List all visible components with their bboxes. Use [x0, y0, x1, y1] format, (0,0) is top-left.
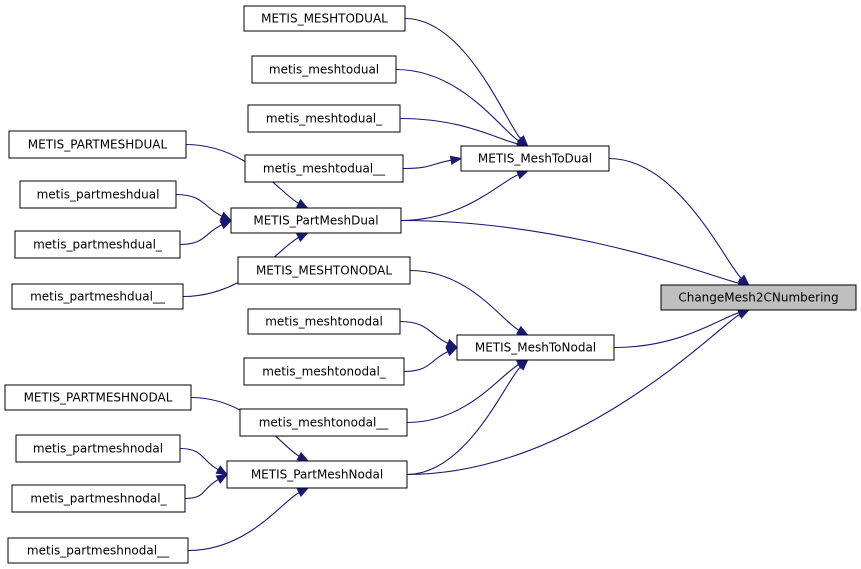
node-label: metis_meshtodual [269, 63, 379, 77]
edge-metis_partmeshnodal_cap-to-metis_meshtonodal_cap [406, 359, 529, 476]
edge-line [613, 312, 740, 349]
node-metis-meshtonodal-lower[interactable]: metis_meshtonodal [247, 308, 401, 335]
edge-line [184, 478, 219, 500]
node-label: metis_meshtodual__ [263, 162, 386, 176]
arrowhead-icon [737, 309, 750, 319]
edge-line [402, 159, 452, 170]
edge-partmeshdual_u1-to-metis_partmeshdual_cap [179, 219, 233, 246]
node-metis-meshtonodal-u2[interactable]: metis_meshtonodal__ [239, 408, 408, 437]
node-metis-partmeshdual-upper[interactable]: METIS_PARTMESHDUAL [8, 130, 187, 159]
node-metis-meshtodual-u2[interactable]: metis_meshtodual__ [244, 154, 404, 183]
node-label: metis_partmeshnodal_ [30, 492, 167, 506]
edge-meshtonodal_u1-to-metis_meshtonodal_cap [403, 346, 459, 373]
edge-line [403, 351, 449, 373]
edge-metis_partmeshdual_cap-to-metis_meshtodual_cap [400, 170, 529, 222]
node-metis-partmeshnodal-upper[interactable]: METIS_PARTMESHNODAL [4, 384, 192, 411]
edge-metis_meshtonodal_cap-to-change_mesh2c [613, 308, 751, 349]
node-metis-partmeshnodal[interactable]: METIS_PartMeshNodal [226, 460, 408, 489]
edge-line [406, 364, 520, 424]
edge-meshtodual_lower-to-metis_meshtodual_cap [395, 68, 529, 147]
node-label: metis_meshtonodal__ [259, 416, 390, 430]
node-label: metis_partmeshdual_ [33, 238, 163, 252]
arrowhead-icon [219, 211, 233, 222]
edge-line [395, 68, 520, 142]
node-change-mesh2c-numbering[interactable]: ChangeMesh2CNumbering [660, 284, 857, 311]
edge-line [179, 224, 223, 246]
arrowhead-icon [219, 219, 233, 230]
node-label: ChangeMesh2CNumbering [678, 291, 838, 305]
node-label: metis_partmeshnodal [33, 442, 163, 456]
arrowhead-icon [516, 170, 529, 180]
edge-line [406, 366, 521, 476]
edge-line [404, 17, 522, 140]
node-metis-meshtonodal-upper[interactable]: METIS_MESHTONODAL [237, 256, 411, 285]
arrowhead-icon [215, 473, 229, 484]
edge-partmeshnodal_lower-to-metis_partmeshnodal_cap [179, 447, 229, 476]
node-metis-meshtodual-lower[interactable]: metis_meshtodual [251, 55, 397, 84]
node-label: metis_partmeshdual__ [30, 290, 166, 304]
node-metis-partmeshdual-u1[interactable]: metis_partmeshdual_ [14, 230, 181, 259]
edge-meshtonodal_upper-to-metis_meshtonodal_cap [409, 269, 529, 336]
edge-metis_partmeshnodal_cap-to-change_mesh2c [406, 309, 750, 476]
node-label: METIS_PARTMESHDUAL [28, 138, 168, 152]
arrowhead-icon [296, 451, 310, 462]
edge-partmeshdual_lower-to-metis_partmeshdual_cap [175, 193, 233, 222]
arrowhead-icon [295, 198, 309, 209]
edge-line [406, 313, 740, 476]
node-metis-meshtodual-upper[interactable]: METIS_MESHTODUAL [243, 5, 406, 32]
edge-metis_partmeshdual_cap-to-change_mesh2c [400, 219, 751, 288]
edge-partmeshnodal_u2-to-metis_partmeshnodal_cap [187, 487, 310, 552]
edge-line [399, 320, 449, 344]
edge-line [179, 447, 219, 471]
arrowhead-icon [215, 465, 229, 476]
node-label: metis_partmeshdual [37, 188, 160, 202]
node-label: metis_meshtodual_ [266, 112, 383, 126]
edge-metis_meshtodual_cap-to-change_mesh2c [608, 157, 750, 286]
arrowhead-icon [516, 325, 529, 336]
node-label: METIS_MESHTODUAL [261, 12, 388, 26]
edge-meshtonodal_u2-to-metis_meshtonodal_cap [406, 359, 529, 424]
edge-line [400, 174, 519, 222]
arrowhead-icon [295, 232, 309, 242]
node-label: METIS_PARTMESHNODAL [24, 391, 173, 405]
arrowhead-icon [449, 155, 463, 165]
node-label: METIS_MeshToNodal [475, 341, 596, 355]
edge-meshtodual_u2-to-metis_meshtodual_cap [402, 155, 463, 170]
node-label: METIS_PartMeshDual [253, 214, 378, 228]
edge-partmeshnodal_u1-to-metis_partmeshnodal_cap [184, 473, 229, 500]
node-metis-partmeshnodal-lower[interactable]: metis_partmeshnodal [15, 434, 181, 463]
edge-line [409, 269, 520, 331]
node-metis-partmeshnodal-u1[interactable]: metis_partmeshnodal_ [11, 484, 186, 513]
call-graph-nodes: ChangeMesh2CNumbering METIS_MeshToDual M… [4, 5, 857, 564]
node-label: METIS_MeshToDual [478, 152, 592, 166]
node-label: metis_meshtonodal [265, 315, 383, 329]
node-label: METIS_MESHTONODAL [256, 264, 392, 278]
node-metis-meshtodual-u1[interactable]: metis_meshtodual_ [247, 104, 401, 133]
node-label: METIS_PartMeshNodal [251, 468, 383, 482]
edge-meshtodual_u1-to-metis_meshtodual_cap [399, 117, 529, 149]
edge-line [187, 492, 300, 552]
node-metis-meshtonodal-u1[interactable]: metis_meshtonodal_ [243, 357, 405, 386]
node-metis-meshtodual[interactable]: METIS_MeshToDual [460, 145, 610, 172]
edge-line [175, 193, 223, 217]
node-metis-partmeshdual[interactable]: METIS_PartMeshDual [230, 207, 402, 234]
node-metis-partmeshdual-u2[interactable]: metis_partmeshdual__ [11, 283, 184, 310]
node-metis-partmeshdual-lower[interactable]: metis_partmeshdual [19, 180, 177, 209]
node-label: metis_meshtonodal_ [262, 365, 387, 379]
edge-line [608, 157, 742, 279]
edge-line [399, 117, 518, 145]
node-metis-meshtonodal[interactable]: METIS_MeshToNodal [456, 334, 615, 361]
arrowhead-icon [296, 487, 310, 498]
edge-meshtonodal_lower-to-metis_meshtonodal_cap [399, 320, 459, 349]
arrowhead-icon [445, 346, 459, 357]
node-label: metis_partmeshnodal__ [27, 544, 170, 558]
arrowhead-icon [516, 359, 529, 371]
node-metis-partmeshnodal-u2[interactable]: metis_partmeshnodal__ [7, 537, 189, 564]
edge-line [400, 219, 740, 284]
arrowhead-icon [445, 338, 459, 349]
